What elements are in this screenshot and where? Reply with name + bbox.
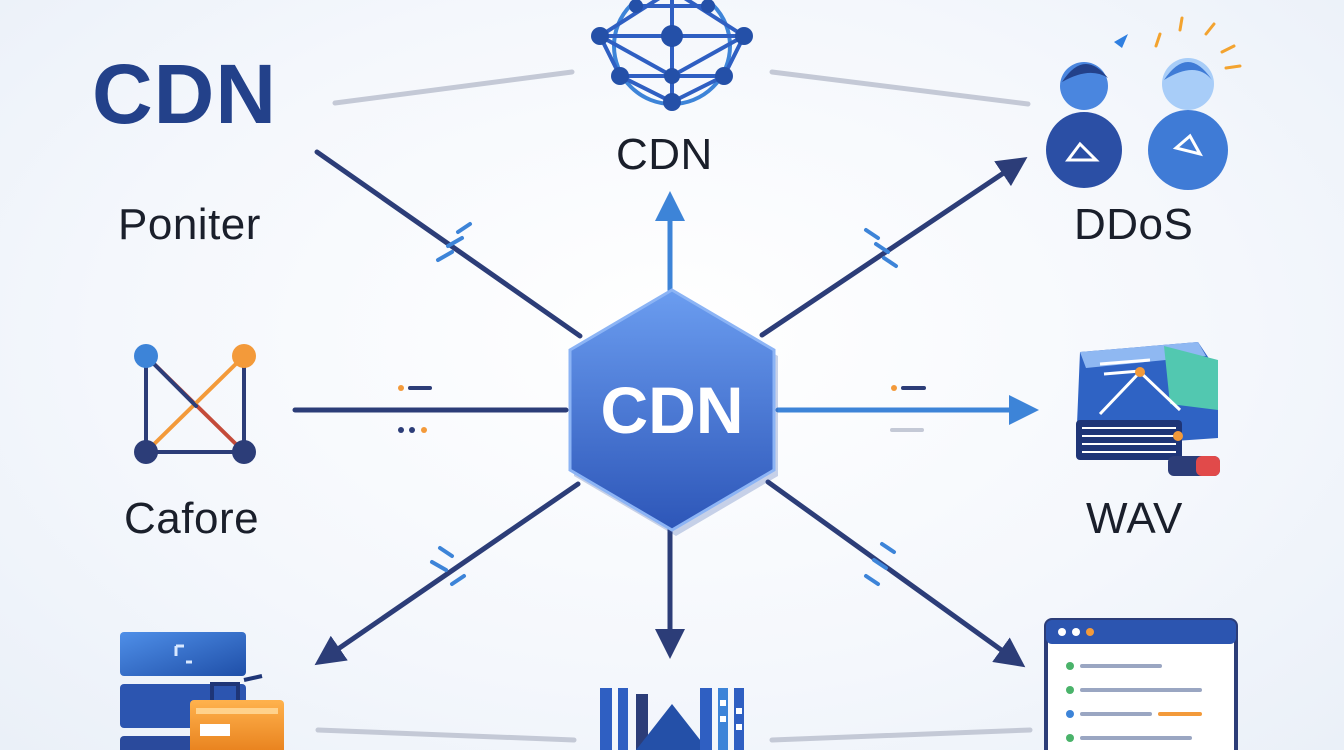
building-icon bbox=[600, 688, 744, 750]
hub-hexagon bbox=[568, 288, 778, 536]
server-stack-icon bbox=[120, 632, 284, 750]
graph-icon bbox=[134, 344, 256, 464]
node-label-top: CDN bbox=[616, 130, 713, 179]
dash-marks bbox=[398, 222, 926, 586]
node-label-wav: WAV bbox=[1086, 494, 1183, 543]
network-globe-icon bbox=[591, 0, 753, 111]
node-label-cafore: Cafore bbox=[124, 494, 260, 543]
hub-label: CDN bbox=[600, 373, 744, 447]
browser-window-icon bbox=[1044, 618, 1238, 750]
device-icon bbox=[1076, 342, 1220, 476]
users-icon bbox=[1046, 16, 1242, 190]
node-label-ddos: DDoS bbox=[1074, 200, 1194, 249]
pale-connectors bbox=[315, 69, 1033, 743]
brand-title: CDN bbox=[92, 47, 277, 141]
node-label-pointer: Poniter bbox=[118, 200, 261, 249]
